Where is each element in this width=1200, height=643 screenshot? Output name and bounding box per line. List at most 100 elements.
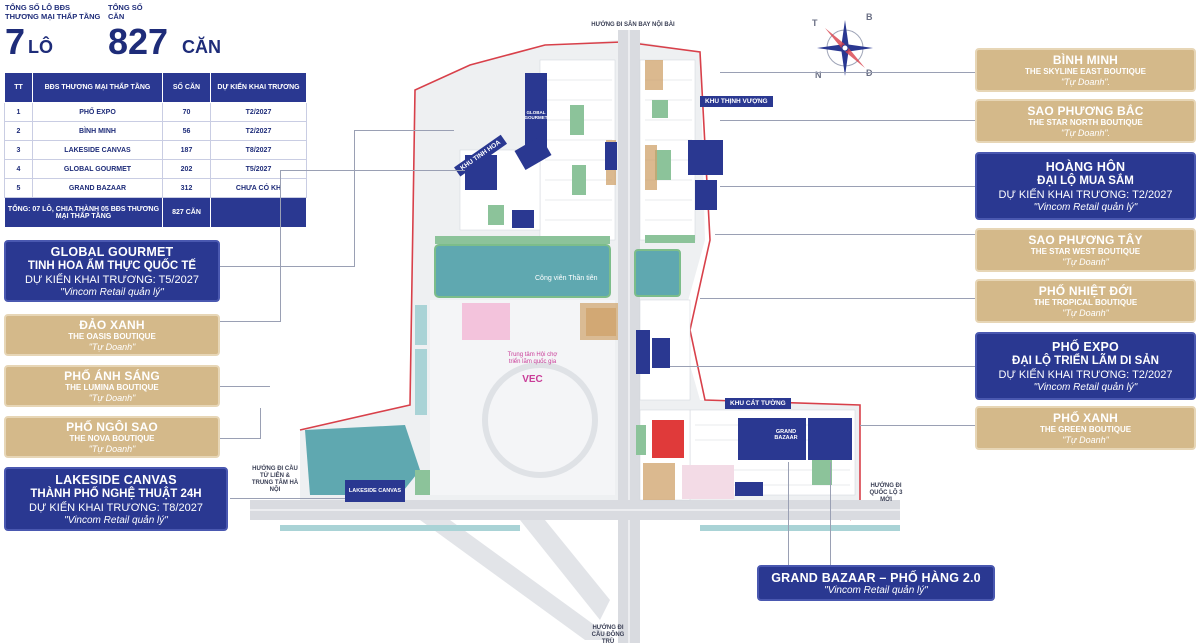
table-row: 2 BÌNH MINH 56 T2/2027	[4, 121, 307, 141]
callout-title: HOÀNG HÔN	[1045, 159, 1126, 174]
callout-manager: "Tự Doanh"	[88, 392, 136, 403]
cell-units: 202	[162, 159, 211, 179]
callout-title: SAO PHƯƠNG TÂY	[1028, 232, 1143, 247]
callout-subtitle: THÀNH PHỐ NGHỆ THUẬT 24H	[30, 487, 202, 500]
callout-opening: DỰ KIẾN KHAI TRƯƠNG: T5/2027	[25, 273, 199, 286]
table-header-row: TT BĐS THƯƠNG MẠI THẤP TẦNG SỐ CĂN DỰ KI…	[4, 72, 307, 103]
units-total-unit: CĂN	[182, 37, 221, 57]
compass-letter-t: T	[812, 18, 818, 28]
col-header-property: BĐS THƯƠNG MẠI THẤP TẦNG	[32, 72, 163, 103]
cell-tt: 4	[4, 159, 33, 179]
callout-manager: "Vincom Retail quản lý"	[1033, 201, 1138, 213]
callout-title: LAKESIDE CANVAS	[55, 472, 177, 487]
callout-title: GRAND BAZAAR – PHỐ HÀNG 2.0	[771, 570, 981, 585]
cell-units: 70	[162, 102, 211, 122]
callout-subtitle: THE GREEN BOUTIQUE	[1039, 424, 1132, 434]
callout-pho-xanh: PHỐ XANH THE GREEN BOUTIQUE "Tự Doanh"	[975, 406, 1196, 450]
callout-lakeside-canvas: LAKESIDE CANVAS THÀNH PHỐ NGHỆ THUẬT 24H…	[4, 467, 228, 531]
cell-opening: CHƯA CÓ KH	[210, 178, 307, 198]
table-row: 5 GRAND BAZAAR 312 CHƯA CÓ KH	[4, 178, 307, 198]
lots-total-value: 7	[5, 21, 26, 62]
callout-manager: "Tự Doanh"	[1062, 434, 1109, 445]
zone-cat-tuong-label: KHU CÁT TƯỜNG	[725, 398, 791, 409]
callout-subtitle: THE OASIS BOUTIQUE	[68, 331, 156, 341]
cell-tt: 2	[4, 121, 33, 141]
callout-opening: DỰ KIẾN KHAI TRƯƠNG: T2/2027	[998, 188, 1173, 201]
park-label: Công viên Thần tiên	[535, 275, 598, 282]
road-label-west: HƯỚNG ĐI CẦU TỨ LIÊN & TRUNG TÂM HÀ NỘI	[251, 466, 299, 493]
callout-title: GLOBAL GOURMET	[50, 244, 174, 259]
callout-subtitle: THE SKYLINE EAST BOUTIQUE	[1025, 66, 1146, 76]
callout-global-gourmet: GLOBAL GOURMET TINH HOA ẨM THỰC QUỐC TẾ …	[4, 240, 220, 302]
callout-title: BÌNH MINH	[1052, 52, 1119, 67]
table-total-row: TỔNG: 07 LÔ, CHIA THÀNH 05 BĐS THƯƠNG MẠ…	[4, 197, 307, 228]
col-header-tt: TT	[4, 72, 33, 103]
red-expo-block	[652, 420, 684, 458]
callout-dao-xanh: ĐẢO XANH THE OASIS BOUTIQUE "Tự Doanh"	[4, 314, 220, 356]
callout-opening: DỰ KIẾN KHAI TRƯƠNG: T8/2027	[29, 501, 203, 514]
callout-opening: DỰ KIẾN KHAI TRƯƠNG: T2/2027	[998, 368, 1173, 381]
property-table: TT BĐS THƯƠNG MẠI THẤP TẦNG SỐ CĂN DỰ KI…	[4, 72, 307, 228]
compass-rose	[817, 20, 873, 76]
grand-bazaar-building: GRAND BAZAAR	[766, 425, 806, 445]
cell-tt: 5	[4, 178, 33, 198]
compass-letter-n: N	[815, 70, 822, 80]
callout-grand-bazaar: GRAND BAZAAR – PHỐ HÀNG 2.0 "Vincom Reta…	[757, 565, 995, 601]
table-row: 1 PHỐ EXPO 70 T2/2027	[4, 102, 307, 122]
callout-manager: "Tự Doanh"	[1062, 307, 1109, 318]
callout-manager: "Vincom Retail quản lý"	[60, 286, 164, 298]
callout-pho-ngoi-sao: PHỐ NGÔI SAO THE NOVA BOUTIQUE "Tự Doanh…	[4, 416, 220, 458]
fairy-park-lake	[435, 245, 610, 297]
lakeside-canvas-building: LAKESIDE CANVAS	[345, 482, 405, 500]
cell-opening: T2/2027	[210, 121, 307, 141]
total-label: TỔNG: 07 LÔ, CHIA THÀNH 05 BĐS THƯƠNG MẠ…	[4, 197, 163, 228]
callout-manager: "Vincom Retail quản lý"	[64, 514, 168, 526]
cell-units: 56	[162, 121, 211, 141]
units-total-label: TỔNG SỐ CĂN	[108, 3, 143, 21]
callout-subtitle: THE STAR NORTH BOUTIQUE	[1028, 117, 1143, 127]
callout-title: PHỐ NGÔI SAO	[66, 419, 158, 434]
callout-subtitle: ĐẠI LỘ TRIỂN LÃM DI SẢN	[1012, 354, 1159, 367]
callout-sao-phuong-bac: SAO PHƯƠNG BẮC THE STAR NORTH BOUTIQUE "…	[975, 99, 1196, 143]
cell-property: LAKESIDE CANVAS	[32, 140, 163, 160]
total-value: 827 CĂN	[162, 197, 211, 228]
cell-opening: T2/2027	[210, 102, 307, 122]
callout-binh-minh: BÌNH MINH THE SKYLINE EAST BOUTIQUE "Tự …	[975, 48, 1196, 92]
lots-total-label: TỔNG SỐ LÔ BĐS THƯƠNG MẠI THẤP TẦNG	[5, 3, 101, 21]
vec-description: Trung tâm Hội chợ triển lãm quốc gia	[507, 352, 558, 365]
cell-property: PHỐ EXPO	[32, 102, 163, 122]
road-label-south: HƯỚNG ĐI CẦU ĐÔNG TRÙ	[591, 625, 625, 643]
cell-opening: T5/2027	[210, 159, 307, 179]
cell-property: BÌNH MINH	[32, 121, 163, 141]
callout-subtitle: TINH HOA ẨM THỰC QUỐC TẾ	[27, 259, 197, 272]
vec-label: VEC	[522, 374, 543, 385]
callout-subtitle: THE NOVA BOUTIQUE	[69, 433, 155, 443]
callout-manager: "Tự Doanh"	[88, 341, 136, 352]
callout-title: PHỐ EXPO	[1052, 339, 1119, 354]
callout-pho-expo: PHỐ EXPO ĐẠI LỘ TRIỂN LÃM DI SẢN DỰ KIẾN…	[975, 332, 1196, 400]
col-header-opening: DỰ KIẾN KHAI TRƯƠNG	[210, 72, 307, 103]
lots-total-unit: LÔ	[28, 37, 53, 57]
callout-manager: "Vincom Retail quản lý"	[1033, 381, 1138, 393]
callout-sao-phuong-tay: SAO PHƯƠNG TÂY THE STAR WEST BOUTIQUE "T…	[975, 228, 1196, 272]
callout-manager: "Tự Doanh"	[1062, 256, 1109, 267]
lakeside-lake	[305, 425, 420, 495]
callout-manager: "Tự Doanh".	[1060, 127, 1111, 138]
callout-pho-nhiet-doi: PHỐ NHIỆT ĐỚI THE TROPICAL BOUTIQUE "Tự …	[975, 279, 1196, 323]
table-row: 3 LAKESIDE CANVAS 187 T8/2027	[4, 140, 307, 160]
callout-title: ĐẢO XANH	[79, 317, 145, 332]
cell-opening: T8/2027	[210, 140, 307, 160]
compass-letter-b: B	[866, 12, 873, 22]
vec-pink-block	[462, 303, 510, 340]
callout-title: PHỐ ÁNH SÁNG	[64, 368, 160, 383]
global-gourmet-building: GLOBAL GOURMET	[525, 105, 548, 125]
units-total-value: 827	[108, 21, 169, 62]
callout-manager: "Tự Doanh"	[88, 443, 136, 454]
cell-property: GLOBAL GOURMET	[32, 159, 163, 179]
callout-title: SAO PHƯƠNG BẮC	[1027, 103, 1144, 118]
road-label-east: HƯỚNG ĐI QUỐC LỘ 3 MỚI	[869, 483, 903, 503]
callout-subtitle: ĐẠI LỘ MUA SẮM	[1037, 174, 1134, 187]
callout-title: PHỐ NHIỆT ĐỚI	[1038, 283, 1133, 298]
col-header-units: SỐ CĂN	[162, 72, 211, 103]
zone-thinh-vuong-label: KHU THỊNH VƯỢNG	[700, 96, 773, 107]
